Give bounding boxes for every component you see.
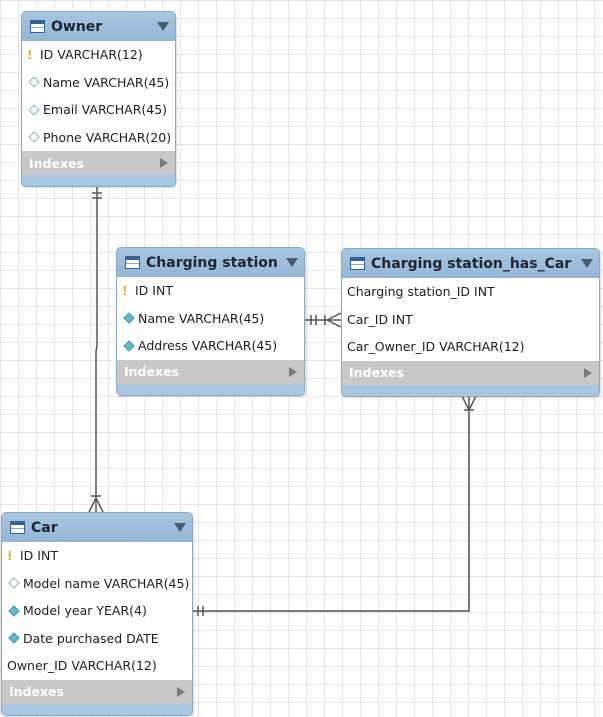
- column-label: ID INT: [20, 548, 58, 564]
- not-null-column-icon: [123, 312, 135, 324]
- indexes-label: Indexes: [349, 365, 404, 380]
- column-row[interactable]: Car_ID INT: [342, 306, 599, 334]
- nullable-column-icon: [28, 131, 40, 143]
- column-list: Charging station_ID INT Car_ID INT Car_Own…: [342, 278, 599, 361]
- table-footer: [117, 383, 304, 395]
- column-label: Model name VARCHAR(45): [23, 575, 190, 591]
- not-null-column-icon: [8, 605, 20, 617]
- column-label: ID INT: [135, 283, 173, 299]
- nullable-column-icon: [8, 577, 20, 589]
- table-car[interactable]: Car ! ID INT Model name VARCHAR(45) Model y…: [1, 512, 193, 716]
- column-label: ID VARCHAR(12): [40, 47, 143, 63]
- table-footer: [22, 175, 175, 186]
- primary-key-icon: !: [27, 47, 33, 62]
- column-row[interactable]: Car_Owner_ID VARCHAR(12): [342, 333, 599, 361]
- column-row[interactable]: ! ID INT: [117, 277, 304, 305]
- indexes-label: Indexes: [29, 155, 84, 171]
- column-label: Date purchased DATE: [23, 630, 159, 646]
- column-row[interactable]: Name VARCHAR(45): [117, 305, 304, 333]
- table-header[interactable]: Car: [2, 513, 192, 542]
- column-row[interactable]: Phone VARCHAR(20): [22, 124, 175, 152]
- expand-arrow-icon[interactable]: [177, 686, 185, 697]
- table-header[interactable]: Charging station: [117, 248, 304, 277]
- column-row[interactable]: ! ID VARCHAR(12): [22, 41, 175, 69]
- not-null-column-icon: [123, 340, 135, 352]
- column-row[interactable]: Model name VARCHAR(45): [2, 570, 192, 598]
- table-title: Charging station: [146, 254, 278, 271]
- column-row[interactable]: Name VARCHAR(45): [22, 69, 175, 97]
- column-row[interactable]: Address VARCHAR(45): [117, 332, 304, 360]
- relationship-station-hascar[interactable]: [303, 312, 342, 328]
- primary-key-icon: !: [122, 283, 128, 298]
- column-label: Email VARCHAR(45): [43, 102, 168, 118]
- nullable-column-icon: [28, 76, 40, 88]
- column-list: ! ID INT Model name VARCHAR(45) Model year …: [2, 542, 192, 680]
- table-charging-station-has-car[interactable]: Charging station_has_Car Charging statio…: [341, 248, 600, 397]
- expand-arrow-icon[interactable]: [289, 366, 297, 377]
- column-list: ! ID VARCHAR(12) Name VARCHAR(45) Email VAR…: [22, 41, 175, 151]
- collapse-arrow-icon[interactable]: [157, 22, 169, 31]
- primary-key-icon: !: [7, 548, 13, 563]
- collapse-arrow-icon[interactable]: [174, 523, 186, 532]
- not-null-column-icon: [8, 632, 20, 644]
- table-footer: [342, 384, 599, 396]
- relationship-owner-car[interactable]: [88, 187, 104, 513]
- column-label: Address VARCHAR(45): [138, 338, 278, 354]
- table-header[interactable]: Charging station_has_Car: [342, 249, 599, 278]
- column-list: ! ID INT Name VARCHAR(45) Address VARCHAR(4…: [117, 277, 304, 360]
- indexes-section[interactable]: Indexes: [117, 359, 304, 384]
- table-owner[interactable]: Owner ! ID VARCHAR(12) Name VARCHAR(45) Ema…: [21, 11, 176, 187]
- column-label: Car_ID INT: [347, 311, 413, 327]
- column-label: Phone VARCHAR(20): [43, 129, 172, 145]
- table-footer: [2, 703, 192, 715]
- column-label: Charging station_ID INT: [347, 284, 495, 300]
- expand-arrow-icon[interactable]: [584, 367, 592, 378]
- table-icon: [10, 521, 25, 534]
- table-charging-station[interactable]: Charging station ! ID INT Name VARCHAR(45)…: [116, 247, 305, 396]
- column-label: Name VARCHAR(45): [43, 74, 170, 90]
- table-title: Car: [31, 519, 58, 536]
- indexes-section[interactable]: Indexes: [2, 679, 192, 704]
- column-row[interactable]: Email VARCHAR(45): [22, 96, 175, 124]
- collapse-arrow-icon[interactable]: [286, 258, 298, 267]
- indexes-label: Indexes: [9, 684, 64, 699]
- expand-arrow-icon[interactable]: [160, 158, 168, 168]
- column-row[interactable]: Owner_ID VARCHAR(12): [2, 652, 192, 680]
- collapse-arrow-icon[interactable]: [581, 259, 593, 268]
- relationship-car-hascar[interactable]: [192, 395, 477, 616]
- table-icon: [350, 257, 365, 270]
- column-row[interactable]: ! ID INT: [2, 542, 192, 570]
- column-row[interactable]: Date purchased DATE: [2, 625, 192, 653]
- indexes-label: Indexes: [124, 364, 179, 379]
- indexes-section[interactable]: Indexes: [342, 360, 599, 385]
- table-icon: [125, 256, 140, 269]
- table-title: Owner: [51, 18, 103, 35]
- table-icon: [30, 20, 45, 33]
- column-label: Car_Owner_ID VARCHAR(12): [347, 339, 525, 355]
- nullable-column-icon: [28, 104, 40, 116]
- column-row[interactable]: Charging station_ID INT: [342, 278, 599, 306]
- table-header[interactable]: Owner: [22, 12, 175, 41]
- column-row[interactable]: Model year YEAR(4): [2, 597, 192, 625]
- column-label: Owner_ID VARCHAR(12): [7, 658, 157, 674]
- column-label: Model year YEAR(4): [23, 603, 147, 619]
- column-label: Name VARCHAR(45): [138, 310, 265, 326]
- indexes-section[interactable]: Indexes: [22, 151, 175, 175]
- table-title: Charging station_has_Car: [371, 255, 572, 272]
